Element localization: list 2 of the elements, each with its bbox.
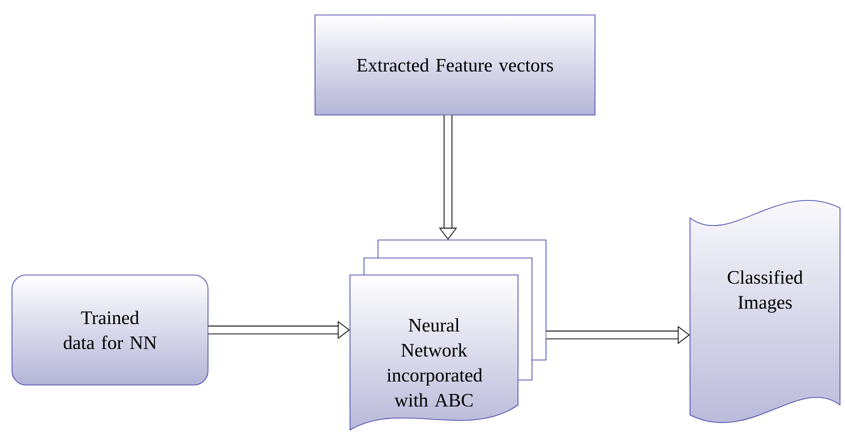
process-box: Extracted Feature vectors — [314, 14, 596, 116]
rounded-box: Trained data for NN — [12, 274, 208, 386]
